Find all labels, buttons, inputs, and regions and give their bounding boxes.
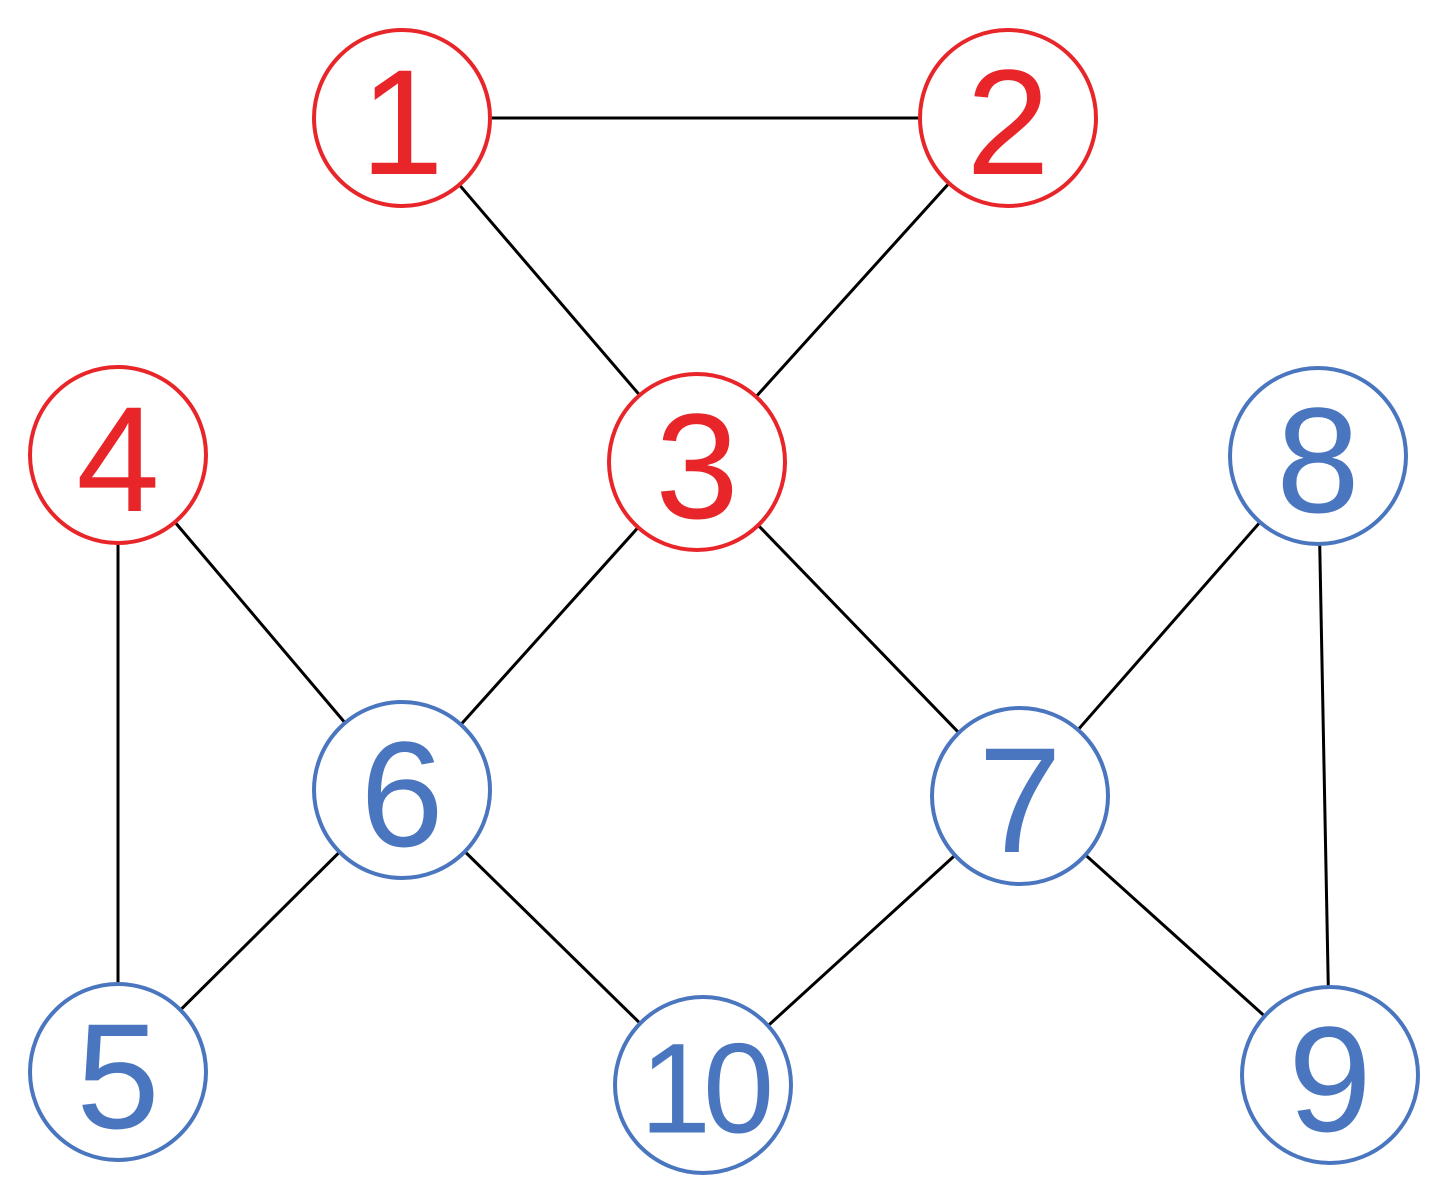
node-circle xyxy=(918,28,1098,208)
node-label: 4 xyxy=(76,375,159,543)
node-label: 7 xyxy=(978,716,1061,884)
edge-3-7 xyxy=(758,525,959,733)
edge-3-6 xyxy=(460,527,639,725)
node-7: 7 xyxy=(930,706,1110,886)
node-circle xyxy=(607,372,787,552)
node-2: 2 xyxy=(918,28,1098,208)
edge-7-10 xyxy=(768,855,955,1026)
node-label: 5 xyxy=(76,992,159,1160)
node-4: 4 xyxy=(28,365,208,545)
node-circle xyxy=(1240,985,1420,1165)
node-6: 6 xyxy=(312,700,492,880)
edge-5-6 xyxy=(180,851,340,1011)
edge-7-9 xyxy=(1085,854,1265,1017)
node-circle xyxy=(312,28,492,208)
node-label: 9 xyxy=(1288,995,1371,1163)
node-label: 10 xyxy=(640,1018,770,1161)
node-circle xyxy=(28,365,208,545)
edge-6-10 xyxy=(464,851,641,1024)
node-circle xyxy=(28,982,208,1162)
node-1: 1 xyxy=(312,28,492,208)
node-8: 8 xyxy=(1228,366,1408,546)
node-label: 6 xyxy=(360,710,443,878)
node-10: 10 xyxy=(613,995,793,1175)
node-label: 2 xyxy=(966,38,1049,206)
node-label: 1 xyxy=(360,38,443,206)
edge-4-6 xyxy=(174,522,346,723)
node-circle xyxy=(312,700,492,880)
node-5: 5 xyxy=(28,982,208,1162)
nodes-layer: 1 2 3 4 5 6 7 8 9 10 xyxy=(28,28,1420,1175)
node-3: 3 xyxy=(607,372,787,552)
node-circle xyxy=(930,706,1110,886)
node-label: 3 xyxy=(655,382,738,550)
node-9: 9 xyxy=(1240,985,1420,1165)
edge-8-9 xyxy=(1318,544,1330,987)
node-label: 8 xyxy=(1276,376,1359,544)
node-circle xyxy=(613,995,793,1175)
node-circle xyxy=(1228,366,1408,546)
edge-1-3 xyxy=(459,184,640,396)
edge-2-3 xyxy=(755,183,950,397)
edges-layer xyxy=(116,116,1330,1026)
edge-7-8 xyxy=(1077,522,1261,730)
